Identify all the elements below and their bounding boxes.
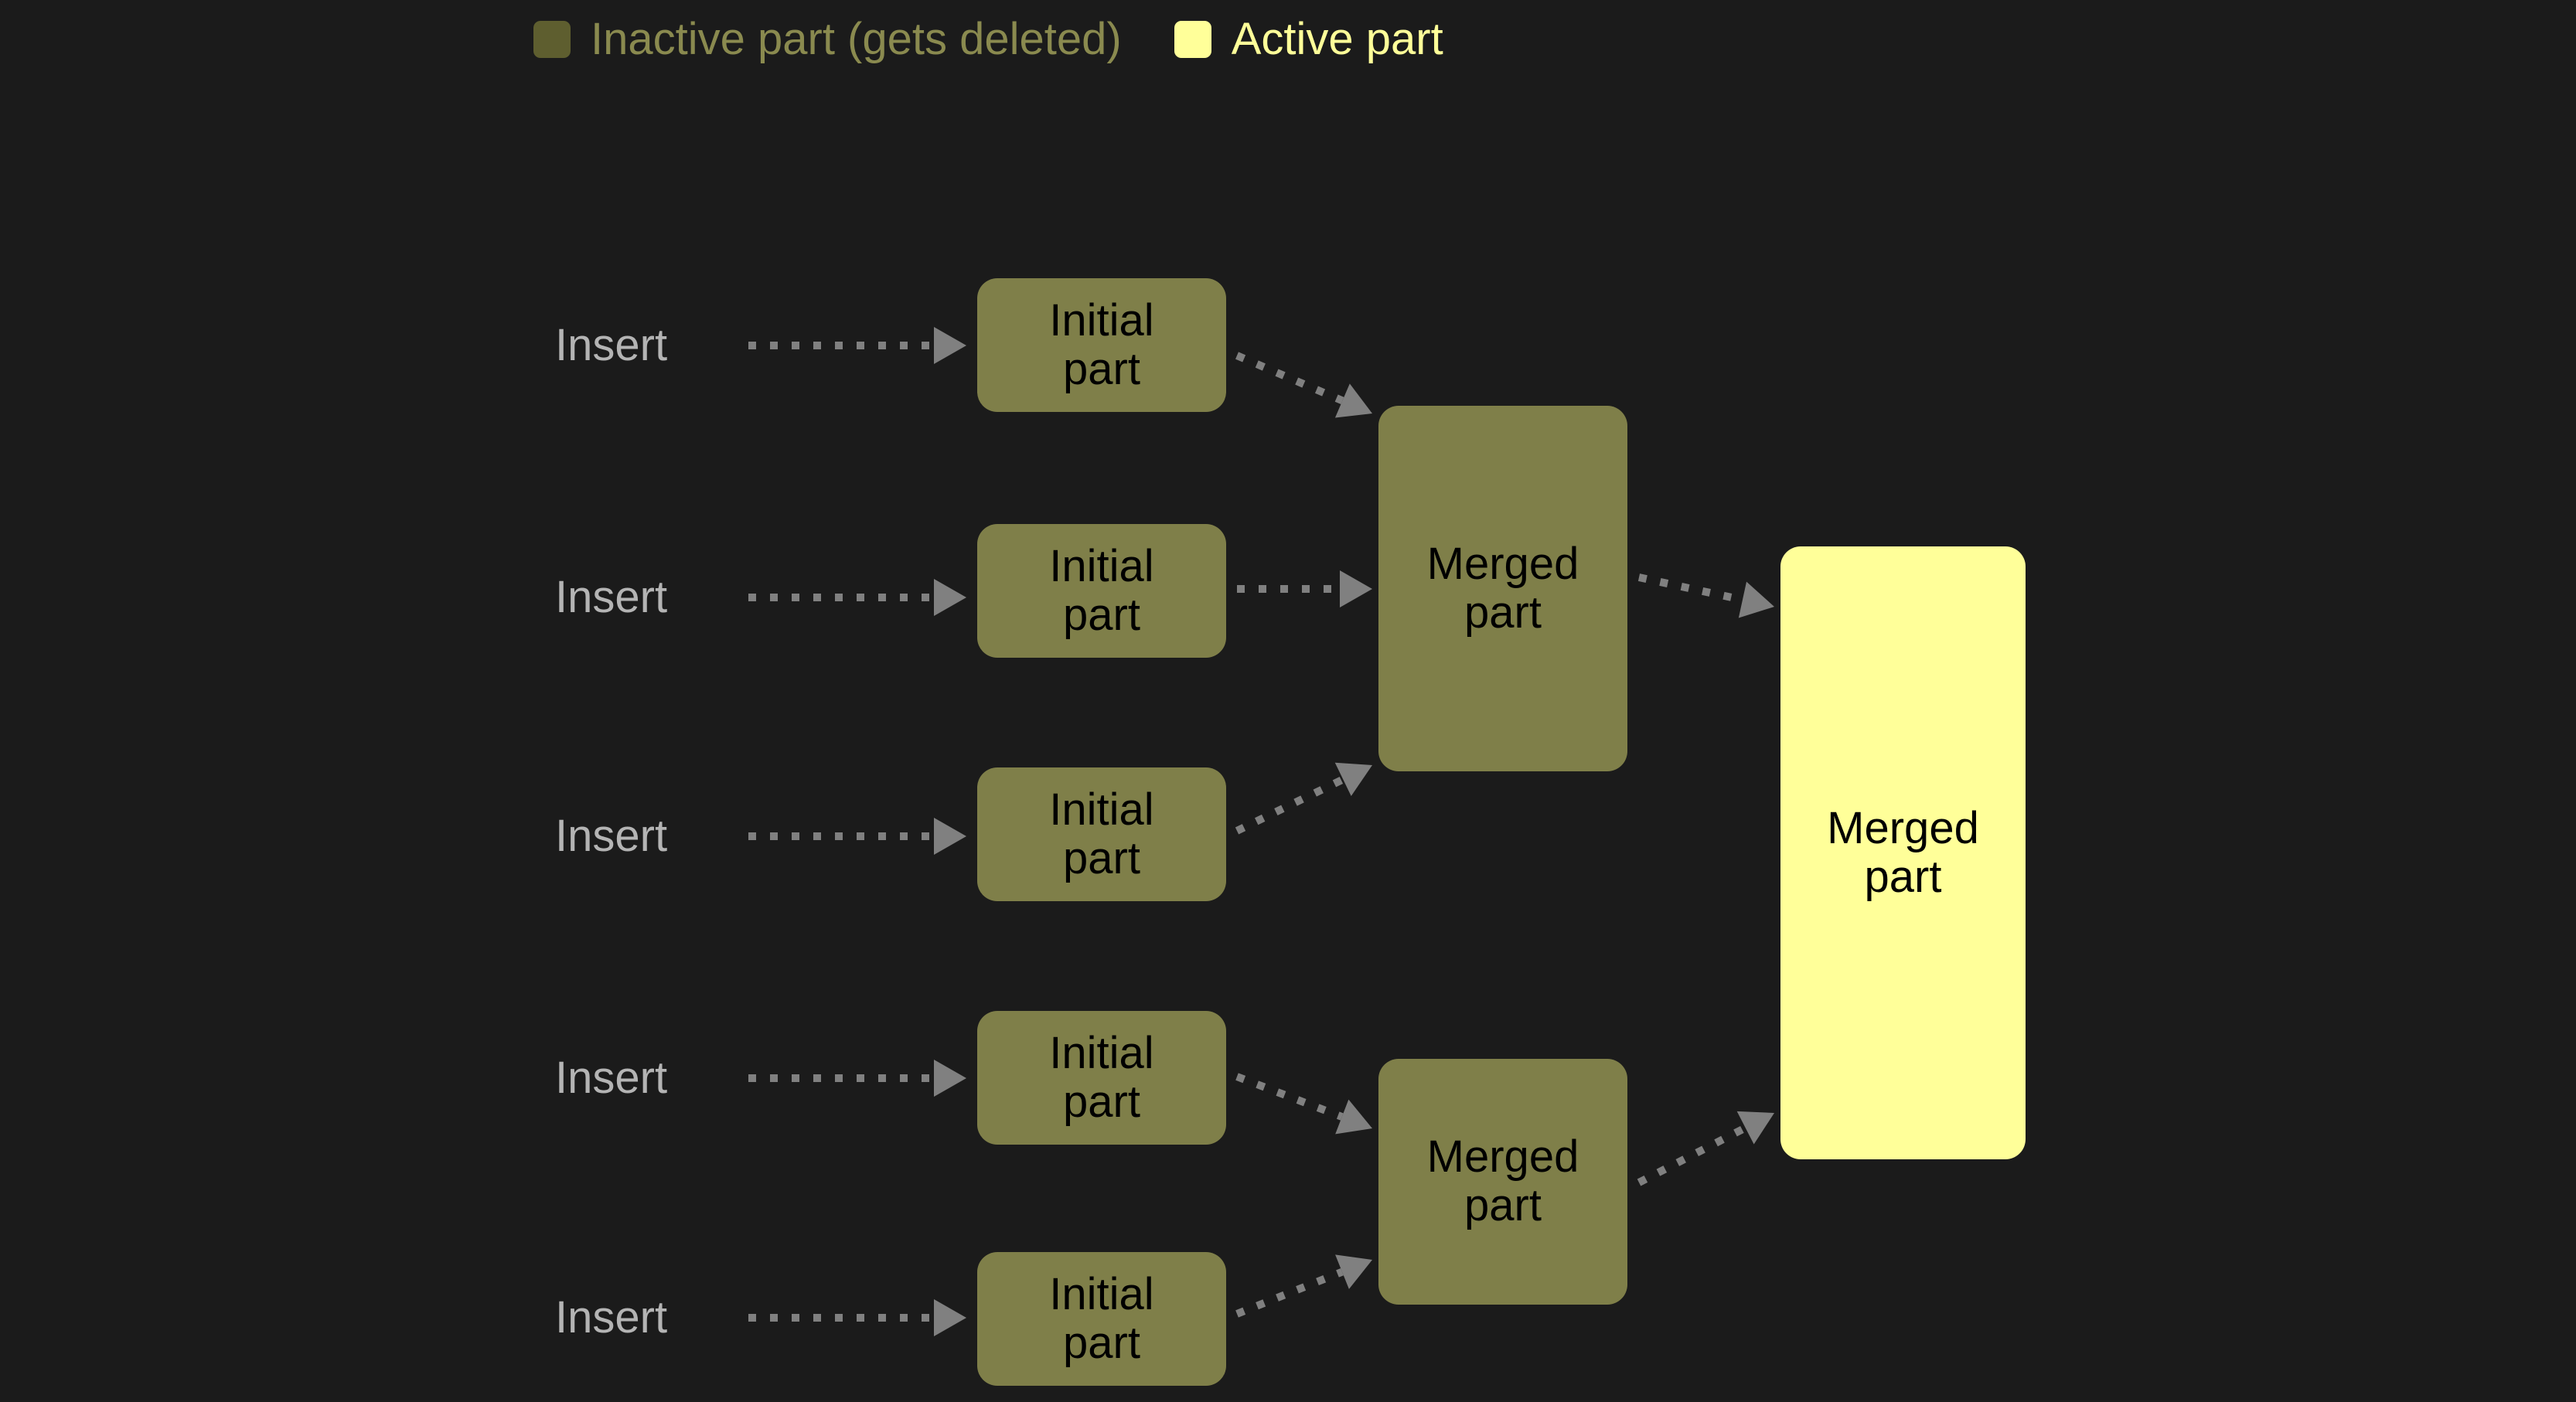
- node-merged-active: Merged part: [1780, 546, 2026, 1159]
- insert-label: Insert: [555, 572, 668, 622]
- node-label: Initial part: [1049, 294, 1154, 394]
- edge-e-i3-mtop: [1235, 762, 1372, 835]
- active-swatch-icon: [1174, 21, 1211, 58]
- node-initial-4: Initial part: [977, 1011, 1226, 1145]
- node-label: Initial part: [1049, 540, 1154, 640]
- legend-item-active: Active part: [1174, 17, 1443, 62]
- legend-label-active: Active part: [1231, 14, 1443, 64]
- node-label: Merged part: [1426, 1131, 1579, 1230]
- inactive-swatch-icon: [533, 21, 571, 58]
- legend-label-inactive: Inactive part (gets deleted): [591, 14, 1122, 64]
- insert-label: Insert: [555, 1053, 668, 1103]
- edge-e-i2-mtop: [1237, 570, 1372, 607]
- edge-e-i4-mbot: [1235, 1073, 1372, 1135]
- edge-e-insert-4: [748, 1060, 966, 1097]
- node-label: Initial part: [1049, 1027, 1154, 1127]
- insert-label: Insert: [555, 811, 668, 861]
- node-merged-bottom: Merged part: [1378, 1059, 1627, 1305]
- node-initial-5: Initial part: [977, 1252, 1226, 1386]
- legend-item-inactive: Inactive part (gets deleted): [533, 17, 1122, 62]
- node-label: Merged part: [1827, 802, 1979, 902]
- insert-label: Insert: [555, 320, 668, 370]
- legend: Inactive part (gets deleted) Active part: [533, 17, 1443, 62]
- node-label: Merged part: [1426, 538, 1579, 638]
- node-label: Initial part: [1049, 1268, 1154, 1368]
- edge-e-insert-2: [748, 579, 966, 616]
- edge-e-insert-1: [748, 327, 966, 364]
- node-label: Initial part: [1049, 784, 1154, 883]
- edge-e-insert-5: [748, 1299, 966, 1336]
- node-initial-1: Initial part: [977, 278, 1226, 412]
- edge-e-i1-mtop: [1235, 352, 1372, 418]
- node-merged-top: Merged part: [1378, 406, 1627, 771]
- node-initial-3: Initial part: [977, 767, 1226, 901]
- edge-e-mtop-act: [1637, 573, 1774, 618]
- edge-e-i5-mbot: [1235, 1254, 1372, 1318]
- node-initial-2: Initial part: [977, 524, 1226, 658]
- edge-e-insert-3: [748, 818, 966, 855]
- edge-e-mbot-act: [1637, 1111, 1774, 1186]
- insert-label: Insert: [555, 1292, 668, 1342]
